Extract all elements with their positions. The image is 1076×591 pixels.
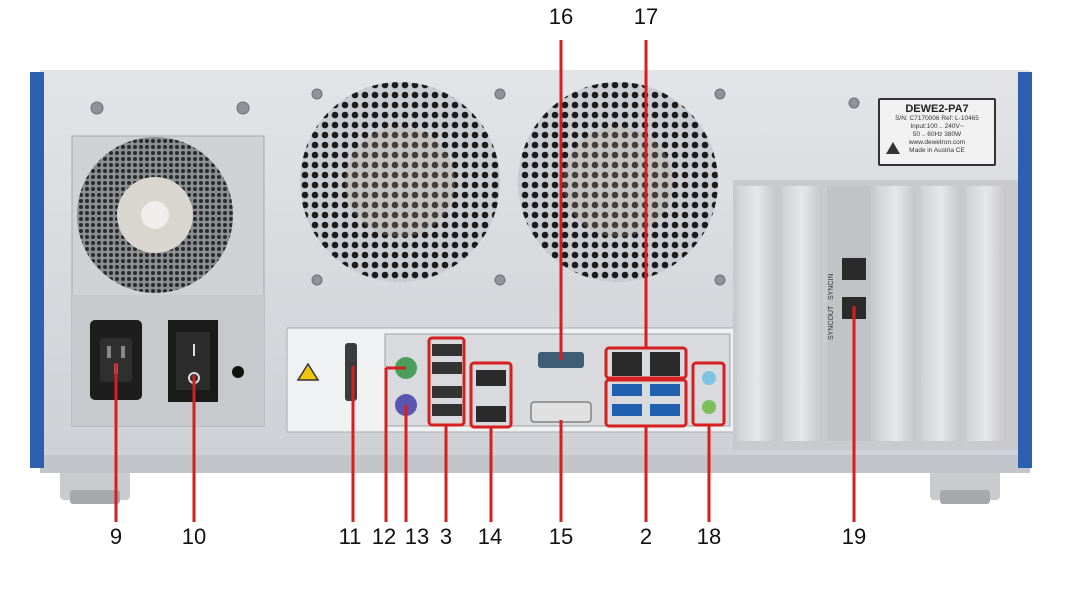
syncin-label: SYNCIN bbox=[828, 273, 835, 300]
label-model: DEWE2-PA7 bbox=[905, 103, 969, 115]
feet bbox=[60, 470, 1000, 504]
callout-11: 11 bbox=[338, 524, 362, 549]
callout-9: 9 bbox=[109, 524, 123, 549]
product-label-plate: DEWE2-PA7 S/N: C7170006 Ref: L-10465 Inp… bbox=[878, 98, 996, 166]
label-serial: S/N: C7170006 Ref: L-10465 bbox=[895, 115, 979, 122]
label-frequency: 50 .. 60Hz 380W bbox=[912, 131, 962, 138]
callout-18: 18 bbox=[696, 524, 722, 549]
fan-grill-left bbox=[300, 82, 500, 282]
callout-14: 14 bbox=[477, 524, 503, 549]
callout-13: 13 bbox=[404, 524, 430, 549]
power-inlet bbox=[90, 320, 142, 400]
label-website: www.dewetron.com bbox=[908, 139, 966, 146]
callout-15: 15 bbox=[548, 524, 574, 549]
callout-16: 16 bbox=[548, 4, 574, 29]
screws bbox=[90, 88, 860, 286]
callout-12: 12 bbox=[371, 524, 397, 549]
label-origin: Made in Austria CE bbox=[909, 147, 965, 154]
callout-3: 3 bbox=[439, 524, 453, 549]
fan-grill-right bbox=[518, 82, 718, 282]
leader-lines bbox=[114, 40, 856, 522]
callout-19: 19 bbox=[841, 524, 867, 549]
pci-slots bbox=[733, 180, 1018, 450]
callout-10: 10 bbox=[181, 524, 207, 549]
callout-17: 17 bbox=[633, 4, 659, 29]
syncout-label: SYNCOUT bbox=[828, 305, 835, 340]
callout-2: 2 bbox=[639, 524, 653, 549]
label-input: Input:100 .. 240V~ bbox=[910, 123, 964, 130]
dewetron-logo-icon bbox=[886, 142, 900, 154]
